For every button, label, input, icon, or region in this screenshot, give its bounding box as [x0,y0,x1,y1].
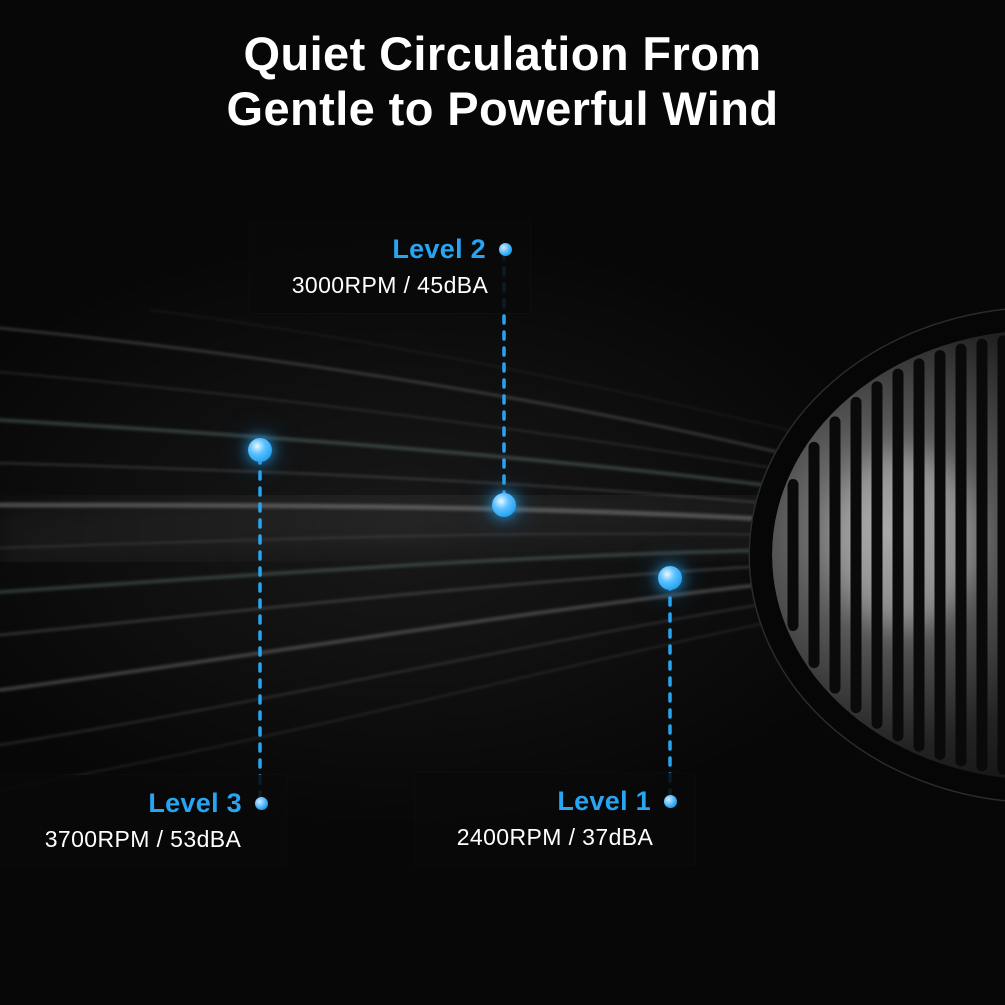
callout-level1: Level 1 2400RPM / 37dBA [415,773,695,865]
callout-level2-header: Level 2 [250,221,530,264]
level2-label: Level 2 [392,234,486,264]
callout-level2: Level 2 3000RPM / 45dBA [250,221,530,313]
level2-spec: 3000RPM / 45dBA [291,272,489,298]
level2-dot-icon [499,242,512,256]
airflow-dot-level2 [492,493,516,517]
level1-dot-icon [664,794,677,808]
wind-streaks [0,309,792,791]
callout-level3: Level 3 3700RPM / 53dBA [0,775,286,867]
airflow-dot-level1 [658,566,682,590]
fan-grille-slats [787,335,1005,775]
airflow-dot-level3 [248,438,272,462]
headline-line2: Gentle to Powerful Wind [226,82,779,136]
callout-level3-header: Level 3 [0,775,286,818]
level1-spec: 2400RPM / 37dBA [456,824,654,850]
wind-glow [0,476,793,580]
callout-level1-header: Level 1 [415,773,695,816]
level3-spec: 3700RPM / 53dBA [44,826,242,852]
fan-illustration [748,308,1005,802]
level3-dot-icon [255,796,268,810]
headline: Quiet Circulation From Gentle to Powerfu… [0,26,1005,137]
level3-label: Level 3 [148,788,242,818]
level1-label: Level 1 [557,786,651,816]
headline-line1: Quiet Circulation From [243,27,762,80]
